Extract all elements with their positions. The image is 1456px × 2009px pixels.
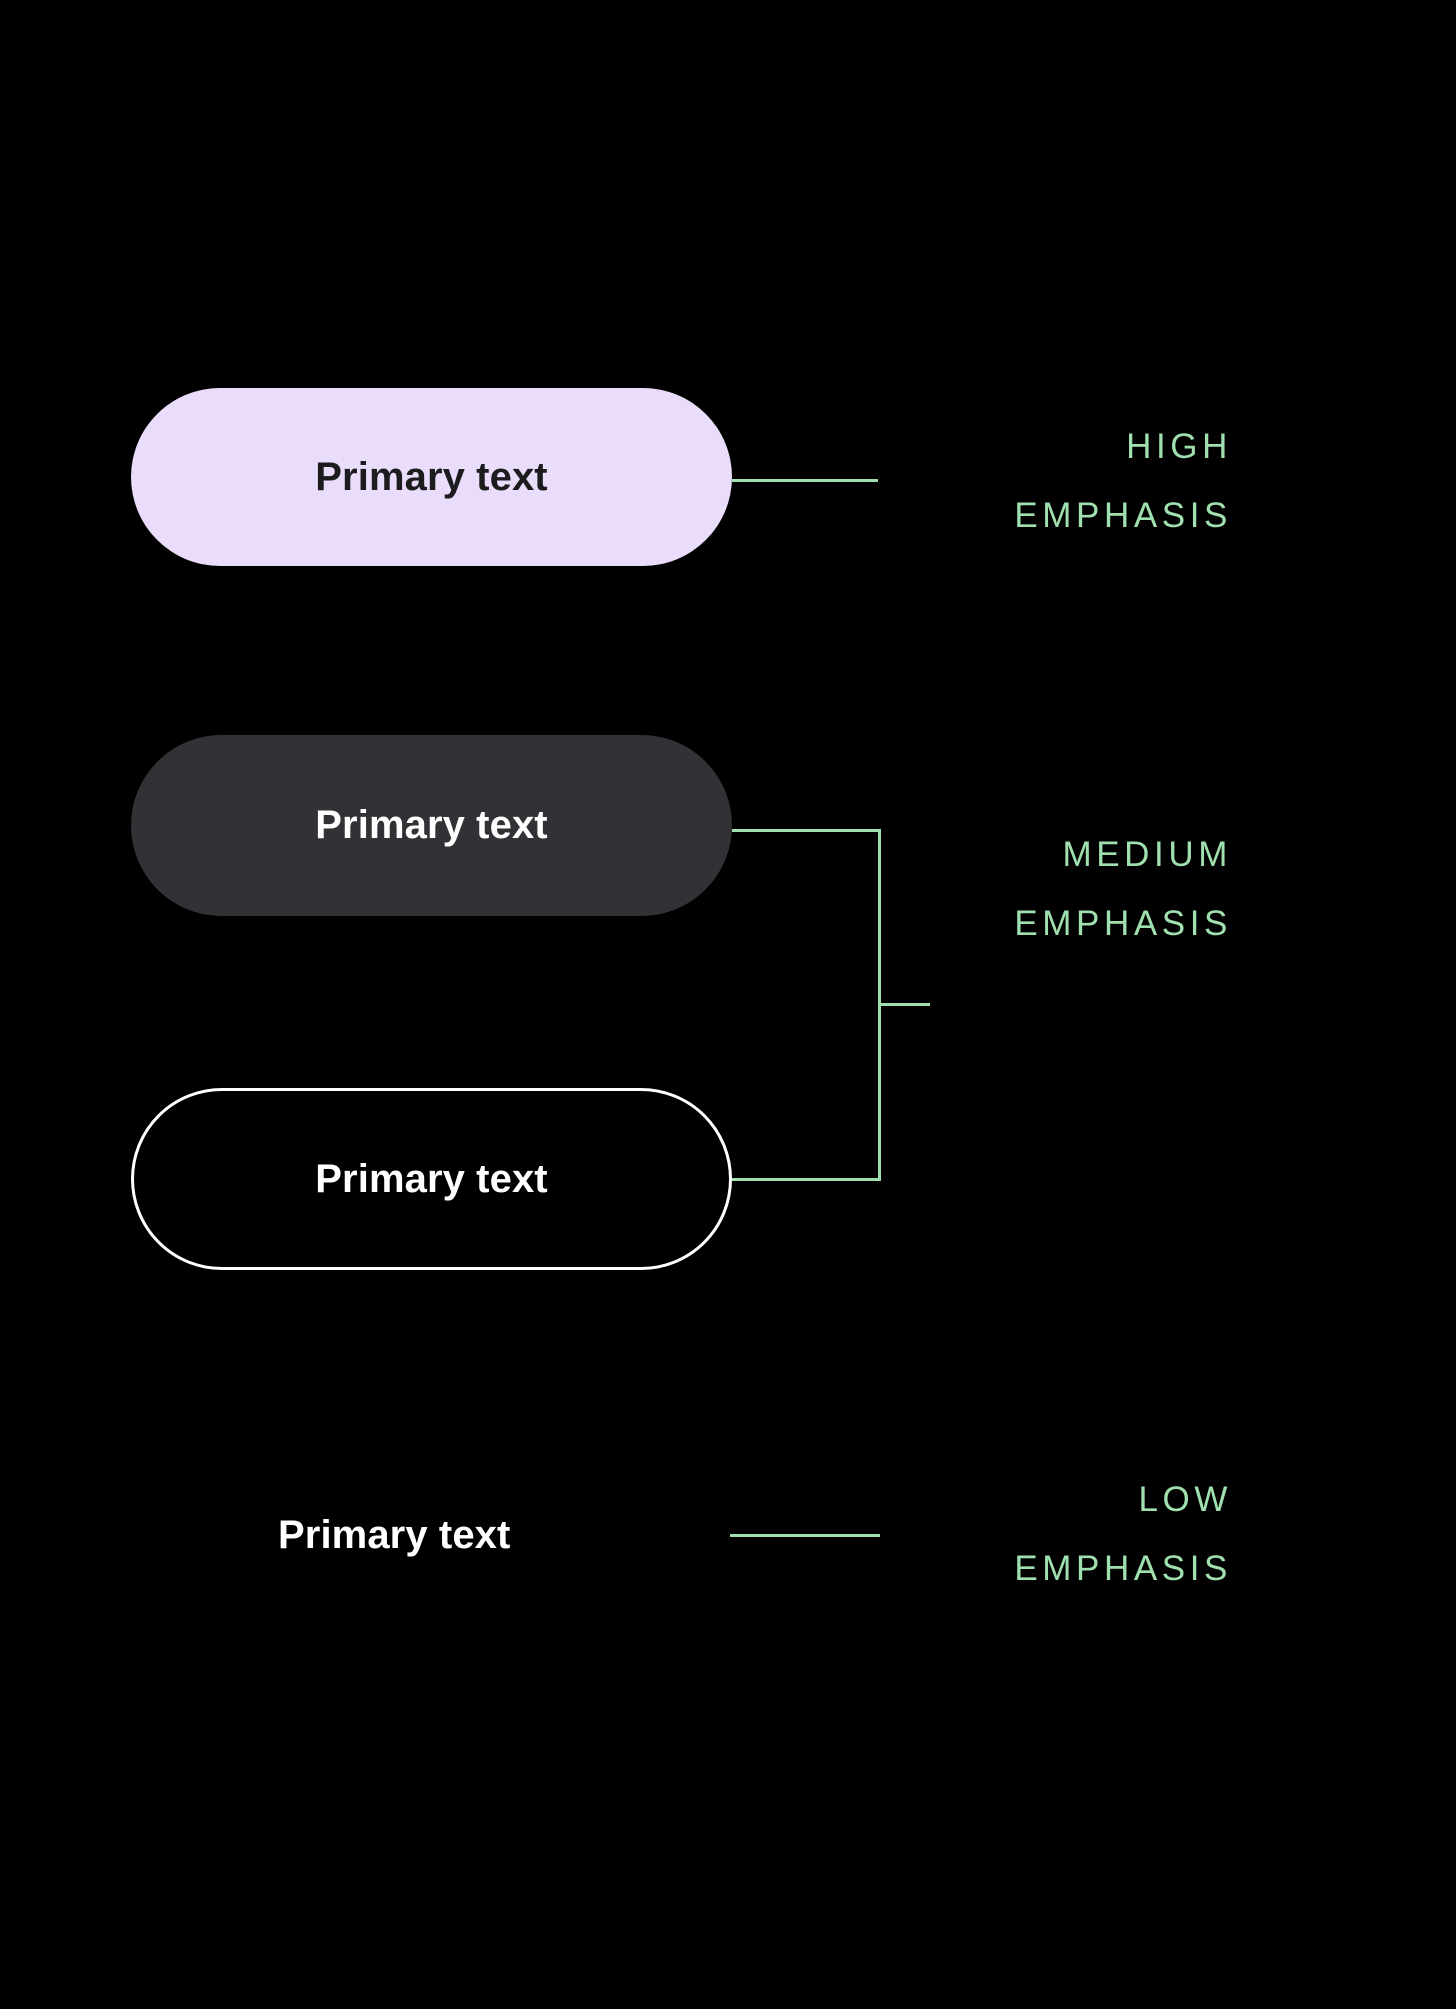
primary-button-filled[interactable]: Primary text — [131, 388, 732, 566]
button-label-text: Primary text — [278, 1512, 511, 1557]
primary-button-text[interactable]: Primary text — [278, 1505, 510, 1565]
connector-line-low — [730, 1534, 880, 1537]
connector-bracket-top — [732, 829, 881, 832]
annotation-high-emphasis: HIGH EMPHASIS — [1014, 412, 1232, 550]
annotation-medium-line1: MEDIUM — [1062, 835, 1232, 874]
connector-bracket-bottom — [732, 1178, 881, 1181]
annotation-high-line1: HIGH — [1126, 427, 1232, 466]
connector-line-high — [732, 479, 878, 482]
primary-button-tonal[interactable]: Primary text — [131, 735, 732, 916]
annotation-low-emphasis: LOW EMPHASIS — [1014, 1465, 1232, 1603]
annotation-medium-line2: EMPHASIS — [1014, 904, 1232, 943]
annotation-low-line1: LOW — [1138, 1480, 1232, 1519]
annotation-medium-emphasis: MEDIUM EMPHASIS — [1014, 820, 1232, 958]
primary-button-outlined[interactable]: Primary text — [131, 1088, 732, 1270]
annotation-low-line2: EMPHASIS — [1014, 1549, 1232, 1588]
button-label-tonal: Primary text — [315, 803, 548, 847]
annotation-high-line2: EMPHASIS — [1014, 496, 1232, 535]
connector-bracket-stub — [878, 1003, 930, 1006]
button-label-outlined: Primary text — [315, 1156, 548, 1201]
button-label-filled: Primary text — [315, 454, 548, 499]
